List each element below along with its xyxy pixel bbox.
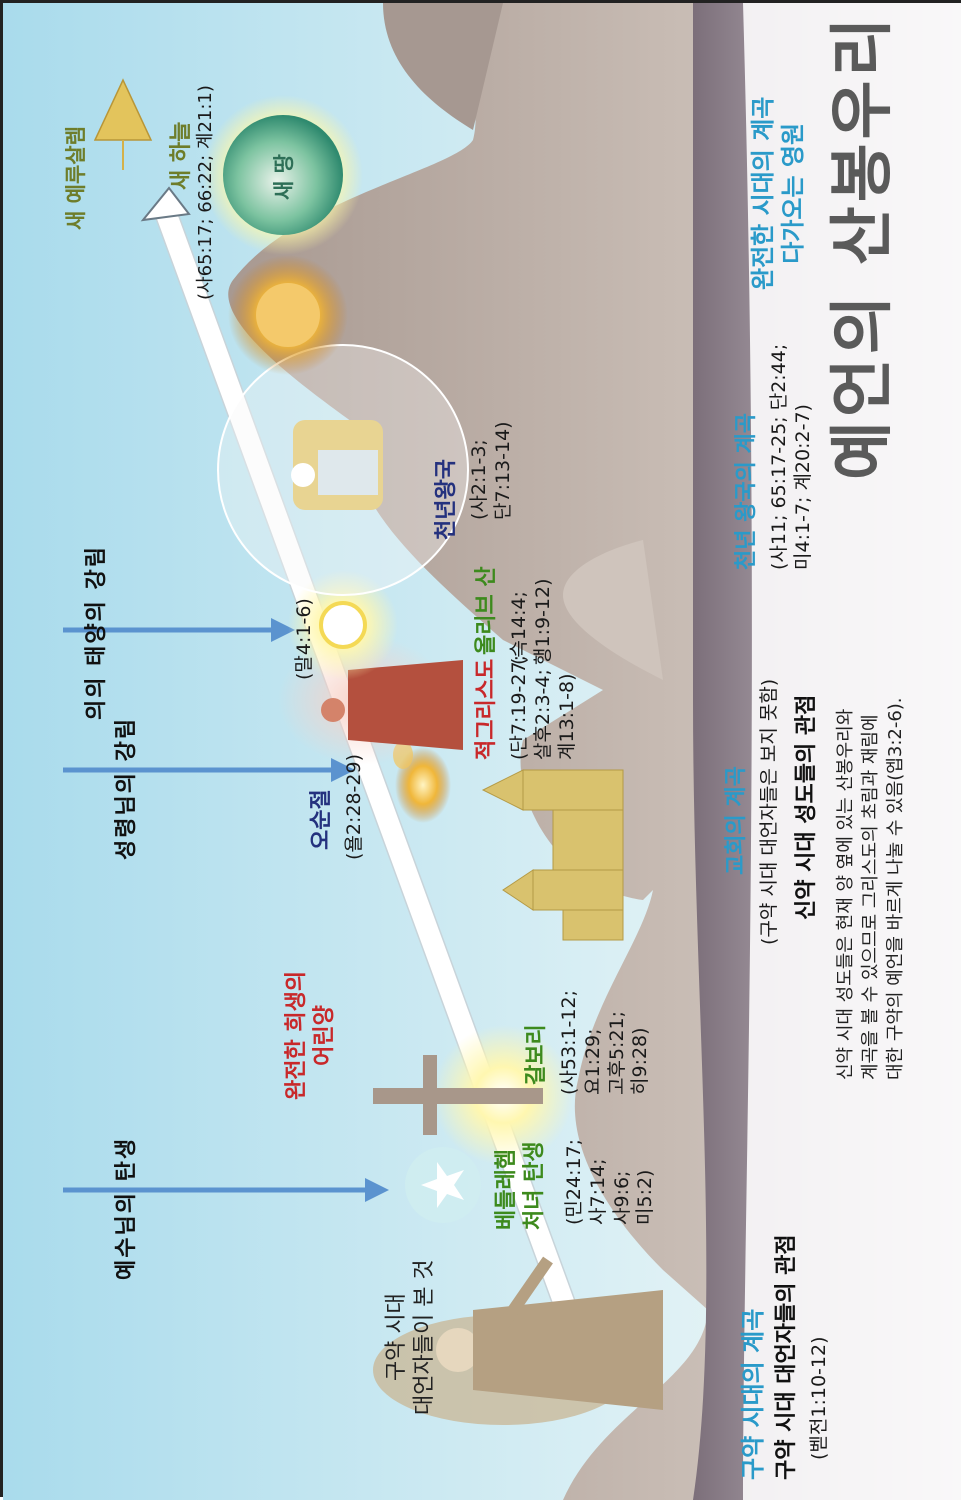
- calvary-cross: [373, 1025, 573, 1165]
- arrow-pentecost: [63, 758, 355, 782]
- malachi-refs: (말4:1-6): [293, 598, 315, 680]
- ot-view-caption: 구약 시대 대언자들이 본 것: [384, 1259, 437, 1415]
- nt-view-text: 신약 시대 성도들은 현재 양 옆에 있는 산봉우리와 계곡을 볼 수 있으므로…: [835, 697, 907, 1080]
- new-jerusalem-title: 새 예루살렘: [64, 126, 88, 230]
- sun-of-righteousness: [288, 570, 398, 680]
- ot-valley-subtitle: 구약 시대 대언자들의 관점: [774, 1234, 799, 1480]
- new-heaven-title: 새 하늘: [169, 121, 194, 190]
- antichrist-refs: (단7:19-27; 살후2:3-4; 계13:1-8): [508, 655, 578, 760]
- new-heaven-refs: (사65:17; 66:22; 계21:1): [195, 85, 216, 300]
- bethlehem-refs: (민24:17; 사7:14; 사9:6; 미5:2): [563, 1138, 657, 1225]
- prophecy-illustration: [3, 3, 961, 1500]
- sacrifice-title: 완전한 희생의 어린양: [284, 970, 337, 1100]
- millennial-valley-title: 천년 왕국의 계곡: [734, 413, 759, 570]
- olivet-peak: [563, 540, 663, 680]
- church-valley-title: 교회의 계곡: [724, 766, 749, 875]
- new-earth: [203, 95, 363, 255]
- main-title: 예언의 산봉우리: [826, 13, 900, 480]
- olivet-refs: (슥14:4; 행1:9-12): [508, 578, 554, 665]
- antichrist-title: 적그리스도: [474, 658, 499, 760]
- millennium-refs: (사2:1-3; 단7:13-14): [468, 421, 514, 520]
- arrow-sun: [63, 618, 295, 642]
- calvary-title: 갈보리: [524, 1024, 549, 1085]
- calvary-refs: (사53:1-12; 요1:29; 고후5:21; 히9:28): [558, 990, 652, 1095]
- ot-valley-title: 구약 시대의 계곡: [739, 1308, 767, 1480]
- ot-valley-refs: (벧전1:10-12): [808, 1336, 830, 1461]
- pentecost-title: 오순절: [309, 789, 334, 850]
- far-peak: [383, 3, 503, 130]
- fireball: [228, 255, 348, 375]
- millennium-title: 천년왕국: [434, 459, 459, 540]
- olivet-title: 올리브 산: [474, 566, 499, 655]
- millennium-throne: [217, 344, 469, 596]
- millennial-valley-refs: (사11; 65:17-25; 단2:44; 미4:1-7; 계20:2-7): [768, 343, 814, 570]
- bethlehem-title: 베들레헴 처녀 탄생: [494, 1141, 547, 1230]
- illustration-stage: 예언의 산봉우리 구약 시대 대언자들이 본 것 예수님의 탄생 성령님의 강림…: [3, 3, 961, 1500]
- arrow-birth: [63, 1178, 389, 1202]
- pentecost-refs: (욜2:28-29): [343, 753, 365, 860]
- arrow-sun-label: 의의 태양의 강림: [84, 545, 109, 720]
- arrow-birth-label: 예수님의 탄생: [114, 1136, 139, 1280]
- church-city: [481, 769, 624, 941]
- valley-mist: [743, 3, 961, 1500]
- timeline-arrowhead: [140, 186, 191, 222]
- new-jerusalem-pyramid: [93, 78, 153, 170]
- new-earth-title: 새 땅: [272, 154, 296, 200]
- eternity-title: 완전한 시대의 계곡 다가오는 영원: [749, 96, 807, 290]
- bethlehem-star: [405, 1147, 481, 1223]
- prophet-figure: [373, 1256, 663, 1425]
- nt-view-title: 신약 시대 성도들의 관점: [794, 694, 819, 920]
- arrow-pentecost-label: 성령님의 강림: [114, 716, 139, 860]
- church-valley-note: (구약 시대 대언자들은 보지 못함): [758, 678, 780, 945]
